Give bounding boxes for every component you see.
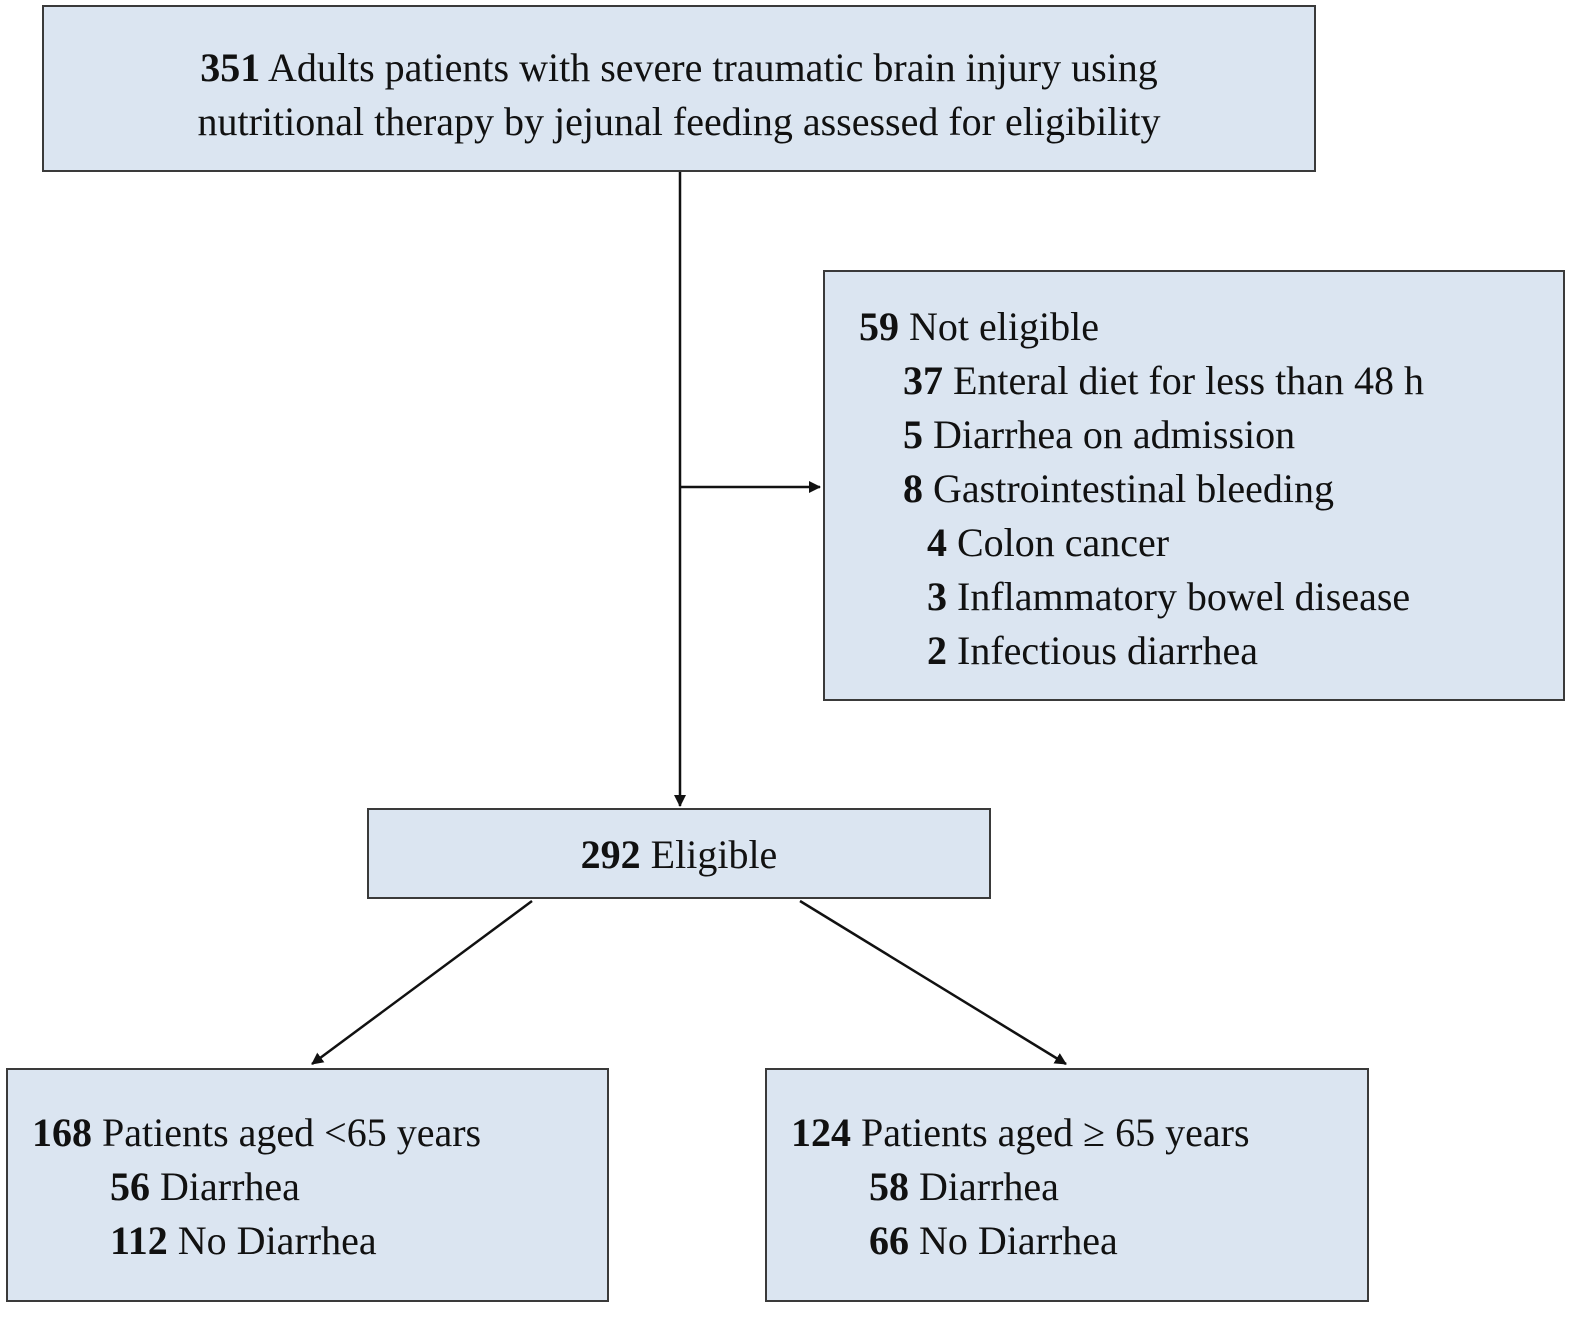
exclusion-reason-label: Gastrointestinal bleeding bbox=[933, 466, 1335, 511]
not-eligible-content: 59 Not eligible 37 Enteral diet for less… bbox=[859, 300, 1424, 678]
diarrhea-count: 58 bbox=[869, 1164, 909, 1209]
group-65-plus-no-diarrhea: 66 No Diarrhea bbox=[791, 1214, 1250, 1268]
exclusion-subreason: 2 Infectious diarrhea bbox=[859, 624, 1424, 678]
eligible-label: Eligible bbox=[650, 832, 778, 877]
group-under-65-diarrhea: 56 Diarrhea bbox=[32, 1160, 481, 1214]
exclusion-reason-count: 8 bbox=[903, 466, 923, 511]
exclusion-reason-label: Enteral diet for less than 48 h bbox=[953, 358, 1424, 403]
group-under-65-no-diarrhea: 112 No Diarrhea bbox=[32, 1214, 481, 1268]
diarrhea-label: Diarrhea bbox=[919, 1164, 1059, 1209]
exclusion-reason: 37 Enteral diet for less than 48 h bbox=[859, 354, 1424, 408]
assessed-for-eligibility-box: 351 Adults patients with severe traumati… bbox=[42, 5, 1316, 172]
diarrhea-label: Diarrhea bbox=[160, 1164, 300, 1209]
eligible-content: 292 Eligible bbox=[369, 828, 989, 882]
assessed-content: 351 Adults patients with severe traumati… bbox=[44, 41, 1314, 149]
group-under-65-count: 168 bbox=[32, 1110, 92, 1155]
not-eligible-label: Not eligible bbox=[909, 304, 1099, 349]
exclusion-reason-count: 5 bbox=[903, 412, 923, 457]
not-eligible-header: 59 Not eligible bbox=[859, 300, 1424, 354]
not-eligible-count: 59 bbox=[859, 304, 899, 349]
group-65-plus-box: 124 Patients aged ≥ 65 years 58 Diarrhea… bbox=[765, 1068, 1369, 1302]
assessed-line-1: 351 Adults patients with severe traumati… bbox=[44, 41, 1314, 95]
exclusion-reason: 5 Diarrhea on admission bbox=[859, 408, 1424, 462]
no-diarrhea-label: No Diarrhea bbox=[177, 1218, 377, 1263]
exclusion-subreason-label: Inflammatory bowel disease bbox=[957, 574, 1411, 619]
group-65-plus-content: 124 Patients aged ≥ 65 years 58 Diarrhea… bbox=[791, 1106, 1250, 1268]
exclusion-subreason-label: Infectious diarrhea bbox=[957, 628, 1258, 673]
exclusion-reason-count: 37 bbox=[903, 358, 943, 403]
eligible-box: 292 Eligible bbox=[367, 808, 991, 899]
assessed-label-1: Adults patients with severe traumatic br… bbox=[267, 45, 1158, 90]
exclusion-subreason-label: Colon cancer bbox=[957, 520, 1170, 565]
no-diarrhea-count: 66 bbox=[869, 1218, 909, 1263]
eligible-line: 292 Eligible bbox=[369, 828, 989, 882]
group-65-plus-label: Patients aged ≥ 65 years bbox=[861, 1110, 1250, 1155]
group-under-65-label: Patients aged <65 years bbox=[102, 1110, 482, 1155]
group-65-plus-diarrhea: 58 Diarrhea bbox=[791, 1160, 1250, 1214]
young-group-arrow bbox=[311, 899, 533, 1066]
no-diarrhea-count: 112 bbox=[110, 1218, 168, 1263]
group-under-65-header: 168 Patients aged <65 years bbox=[32, 1106, 481, 1160]
group-under-65-content: 168 Patients aged <65 years 56 Diarrhea … bbox=[32, 1106, 481, 1268]
assessed-count: 351 bbox=[200, 45, 261, 90]
exclusion-subreason: 3 Inflammatory bowel disease bbox=[859, 570, 1424, 624]
exclusion-reason-label: Diarrhea on admission bbox=[933, 412, 1296, 457]
exclusion-subreason-count: 4 bbox=[927, 520, 947, 565]
eligible-count: 292 bbox=[580, 832, 641, 877]
exclusion-subreason-count: 3 bbox=[927, 574, 947, 619]
exclusion-reason: 8 Gastrointestinal bleeding bbox=[859, 462, 1424, 516]
not-eligible-box: 59 Not eligible 37 Enteral diet for less… bbox=[823, 270, 1565, 701]
group-65-plus-count: 124 bbox=[791, 1110, 851, 1155]
old-group-arrow bbox=[799, 899, 1067, 1066]
exclusion-subreason: 4 Colon cancer bbox=[859, 516, 1424, 570]
group-under-65-box: 168 Patients aged <65 years 56 Diarrhea … bbox=[6, 1068, 609, 1302]
diarrhea-count: 56 bbox=[110, 1164, 150, 1209]
exclusion-subreason-count: 2 bbox=[927, 628, 947, 673]
group-65-plus-header: 124 Patients aged ≥ 65 years bbox=[791, 1106, 1250, 1160]
assessed-line-2: nutritional therapy by jejunal feeding a… bbox=[197, 99, 1161, 144]
no-diarrhea-label: No Diarrhea bbox=[919, 1218, 1118, 1263]
